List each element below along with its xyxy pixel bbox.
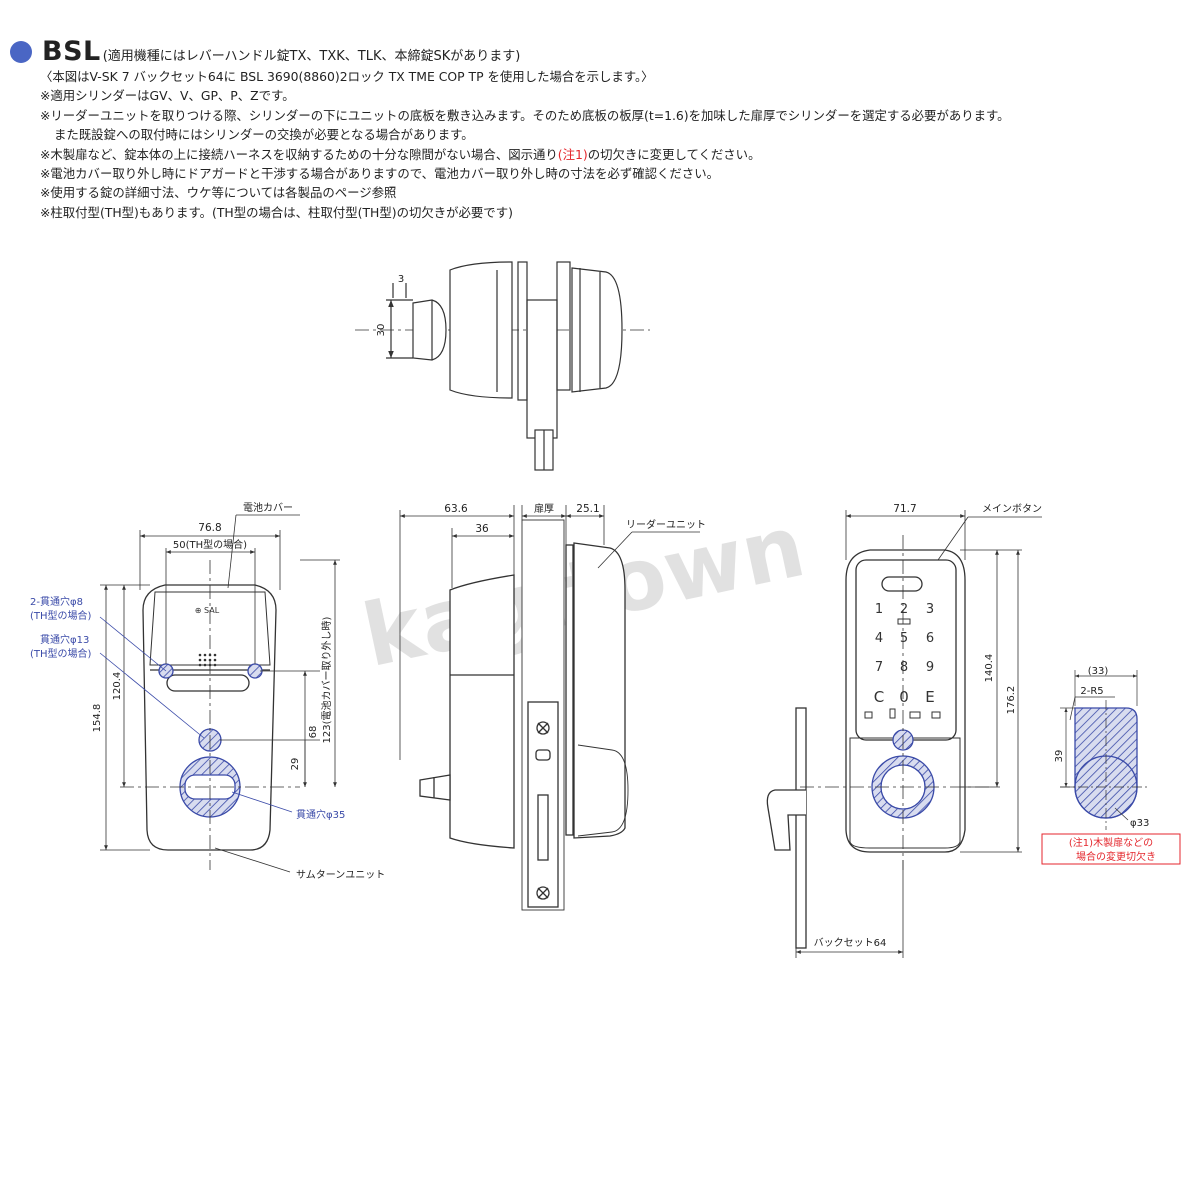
note-battery-cover: ※電池カバー取り外し時にドアガードと干渉する場合がありますので、電池カバー取り外… — [40, 166, 719, 182]
label-reader-unit: リーダーユニット — [626, 518, 706, 531]
header-notes: BSL (適用機種にはレバーハンドル錠TX、TXK、TLK、本締錠SKがあります… — [10, 36, 1190, 222]
dim-154-8: 154.8 — [92, 704, 103, 733]
side-view — [399, 505, 700, 911]
reader-view — [766, 510, 1042, 958]
subtitle: 〈本図はV-SK 7 バックセット64に BSL 3690(8860)2ロック … — [40, 69, 654, 84]
label-door-thickness: 扉厚 — [534, 502, 554, 515]
label-hole-8: 2-貫通穴φ8 — [30, 595, 83, 608]
logo: ⊕ SAL — [195, 606, 220, 615]
label-battery-cover: 電池カバー — [243, 501, 293, 514]
dim-39: 39 — [1054, 750, 1065, 763]
note-wooden-door: ※木製扉など、錠本体の上に接続ハーネスを収納するための十分な隙間がない場合、図示… — [10, 145, 1190, 164]
page-title: BSL — [42, 36, 101, 67]
label-hole-13: 貫通穴φ13 — [40, 633, 89, 646]
label-thumbturn-unit: サムターンユニット — [296, 869, 385, 881]
key-1: 1 — [875, 602, 883, 617]
dim-63-6: 63.6 — [444, 503, 468, 515]
key-e: E — [925, 688, 934, 706]
dim-36: 36 — [475, 523, 489, 535]
dim-76-8: 76.8 — [198, 522, 221, 534]
phone-icon — [889, 708, 896, 719]
key-7: 7 — [875, 660, 883, 675]
note-wooden-door-post: の切欠きに変更してください。 — [587, 146, 761, 162]
note-th-type: ※柱取付型(TH型)もあります。(TH型の場合は、柱取付型(TH型)の切欠きが必… — [40, 204, 513, 220]
key-4: 4 — [875, 631, 883, 646]
keypad-status-icons — [864, 618, 941, 719]
dim-176-2: 176.2 — [1006, 686, 1017, 715]
key-2: 2 — [900, 602, 908, 617]
keypad: 1 2 3 4 5 6 7 8 9 C 0 E — [874, 602, 935, 706]
key-0: 0 — [899, 688, 909, 706]
note-existing-lock: また既設錠への取付時にはシリンダーの交換が必要となる場合があります。 — [54, 127, 474, 143]
key-9: 9 — [926, 660, 934, 675]
dim-140-4: 140.4 — [984, 654, 995, 683]
dim-25-1: 25.1 — [576, 503, 599, 515]
unlock-icon — [864, 711, 873, 719]
dim-68: 68 — [308, 726, 319, 739]
dim-30: 30 — [376, 324, 387, 337]
key-8: 8 — [900, 660, 908, 675]
key-6: 6 — [926, 631, 934, 646]
note-reader-unit: ※リーダーユニットを取りつける際、シリンダーの下にユニットの底板を敷き込みます。… — [40, 107, 1010, 123]
cutout-note-1: (注1)木製扉などの — [1069, 836, 1153, 849]
title-note: (適用機種にはレバーハンドル錠TX、TXK、TLK、本締錠SKがあります) — [102, 49, 521, 64]
note-lock-details: ※使用する錠の詳細寸法、ウケ等については各製品のページ参照 — [40, 185, 397, 201]
dim-120-4: 120.4 — [112, 672, 123, 701]
front-view — [99, 514, 340, 873]
card-icon — [897, 618, 911, 625]
note-ref-red: (注1) — [557, 146, 588, 162]
label-hole-8-th: (TH型の場合) — [30, 609, 92, 622]
dim-29: 29 — [290, 758, 301, 771]
label-hole-13-th: (TH型の場合) — [30, 647, 92, 660]
dim-2-r5: 2-R5 — [1080, 686, 1103, 697]
dim-33-ref: (33) — [1088, 666, 1109, 677]
label-backset: バックセット64 — [814, 937, 887, 949]
dim-123: 123(電池カバー取り外し時) — [320, 616, 333, 743]
battery-icon — [909, 711, 921, 719]
dim-50-th: 50(TH型の場合) — [173, 538, 247, 551]
cutout-note-2: 場合の変更切欠き — [1076, 850, 1156, 863]
key-5: 5 — [900, 631, 908, 646]
dim-71-7: 71.7 — [893, 503, 916, 515]
label-hole-35: 貫通穴φ35 — [296, 808, 345, 821]
dim-phi-33: φ33 — [1130, 818, 1149, 829]
dim-3: 3 — [398, 274, 404, 285]
cutout-view — [1041, 670, 1181, 865]
note-wooden-door-pre: ※木製扉など、錠本体の上に接続ハーネスを収納するための十分な隙間がない場合、図示… — [40, 146, 558, 162]
title-row: BSL (適用機種にはレバーハンドル錠TX、TXK、TLK、本締錠SKがあります… — [10, 36, 1190, 67]
key-3: 3 — [926, 602, 934, 617]
key-c: C — [874, 688, 884, 706]
title-bullet-icon — [10, 41, 32, 63]
label-main-button: メインボタン — [982, 503, 1042, 515]
note-cylinder: ※適用シリンダーはGV、V、GP、P、Zです。 — [40, 88, 295, 104]
top-view — [355, 261, 650, 471]
lock-icon — [931, 711, 941, 719]
